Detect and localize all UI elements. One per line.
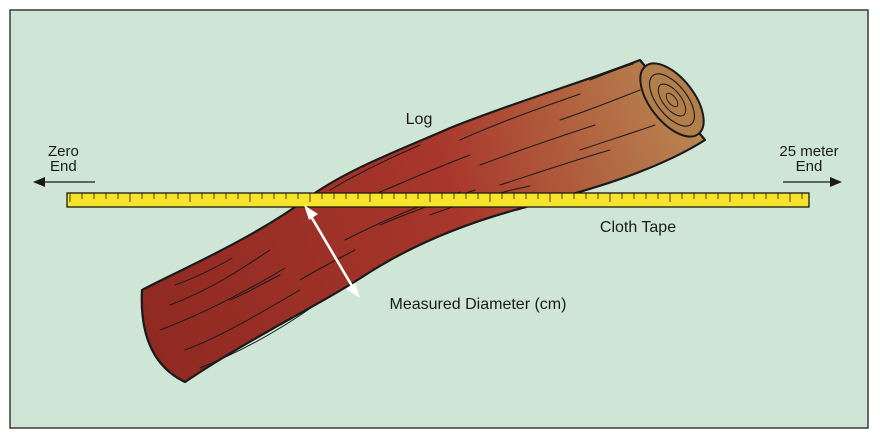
cloth-tape-label: Cloth Tape bbox=[600, 219, 676, 236]
arrow-right-icon bbox=[783, 177, 842, 187]
log bbox=[140, 58, 707, 384]
zero-end-label-line1: Zero bbox=[48, 143, 79, 160]
log-end-face bbox=[639, 62, 705, 138]
log-ring bbox=[649, 73, 695, 127]
log-ring bbox=[665, 92, 679, 108]
tape-ticks bbox=[69, 193, 803, 202]
log-body bbox=[140, 58, 707, 384]
end-label-line2: End bbox=[796, 158, 823, 175]
zero-end-label-line2: End bbox=[50, 158, 77, 175]
tape-strip bbox=[66, 192, 810, 208]
log-label: Log bbox=[406, 111, 433, 128]
log-ring bbox=[657, 83, 687, 117]
end-label-line1: 25 meter bbox=[779, 143, 838, 160]
arrow-left-icon bbox=[33, 177, 95, 187]
measured-diameter-label: Measured Diameter (cm) bbox=[390, 296, 567, 313]
double-headed-arrow-icon bbox=[304, 205, 360, 298]
cloth-tape bbox=[66, 192, 810, 208]
